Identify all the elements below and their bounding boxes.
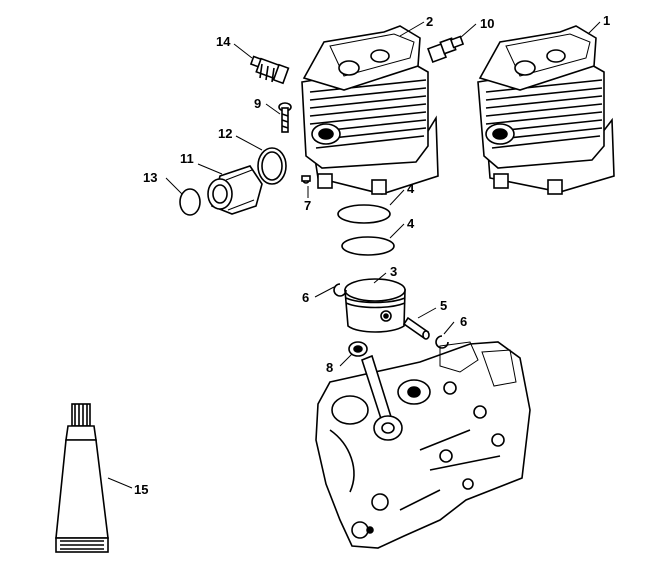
callout-4-lower: 4 [407,216,415,231]
piston-ring-4-upper [337,204,391,224]
callout-4-upper: 4 [407,181,415,196]
piston-3 [344,278,406,333]
callout-14: 14 [216,34,231,49]
ring-13 [179,188,201,216]
piston-pin-5 [402,316,430,340]
callout-5: 5 [440,298,447,313]
callout-3: 3 [390,264,397,279]
callout-12: 12 [218,126,232,141]
callout-8: 8 [326,360,333,375]
callout-11: 11 [180,151,194,166]
callout-13: 13 [143,170,157,185]
screw-9 [278,102,292,133]
decompression-valve-10 [427,35,465,63]
callout-2: 2 [426,14,433,29]
decompression-valve-14 [249,55,290,85]
fitting-7 [301,175,311,184]
piston-ring-4-lower [341,236,395,256]
callout-10: 10 [480,16,494,31]
cylinder-2 [301,25,439,195]
intake-manifold-11 [207,165,263,215]
callout-6-left: 6 [302,290,309,305]
callout-1: 1 [603,13,610,28]
callout-labels: 1 2 3 4 4 5 6 6 7 8 9 10 11 12 13 14 15 [134,13,610,497]
grease-tube-15 [55,403,109,553]
callout-15: 15 [134,482,148,497]
callout-9: 9 [254,96,261,111]
crankcase-assembly [315,341,531,549]
leader-lines [107,21,601,489]
cylinder-1 [477,25,615,195]
hose-clamp-12 [257,147,287,185]
callout-6-right: 6 [460,314,467,329]
needle-bearing-8 [348,341,368,357]
callout-7: 7 [304,198,311,213]
circlip-6-left [333,283,347,297]
